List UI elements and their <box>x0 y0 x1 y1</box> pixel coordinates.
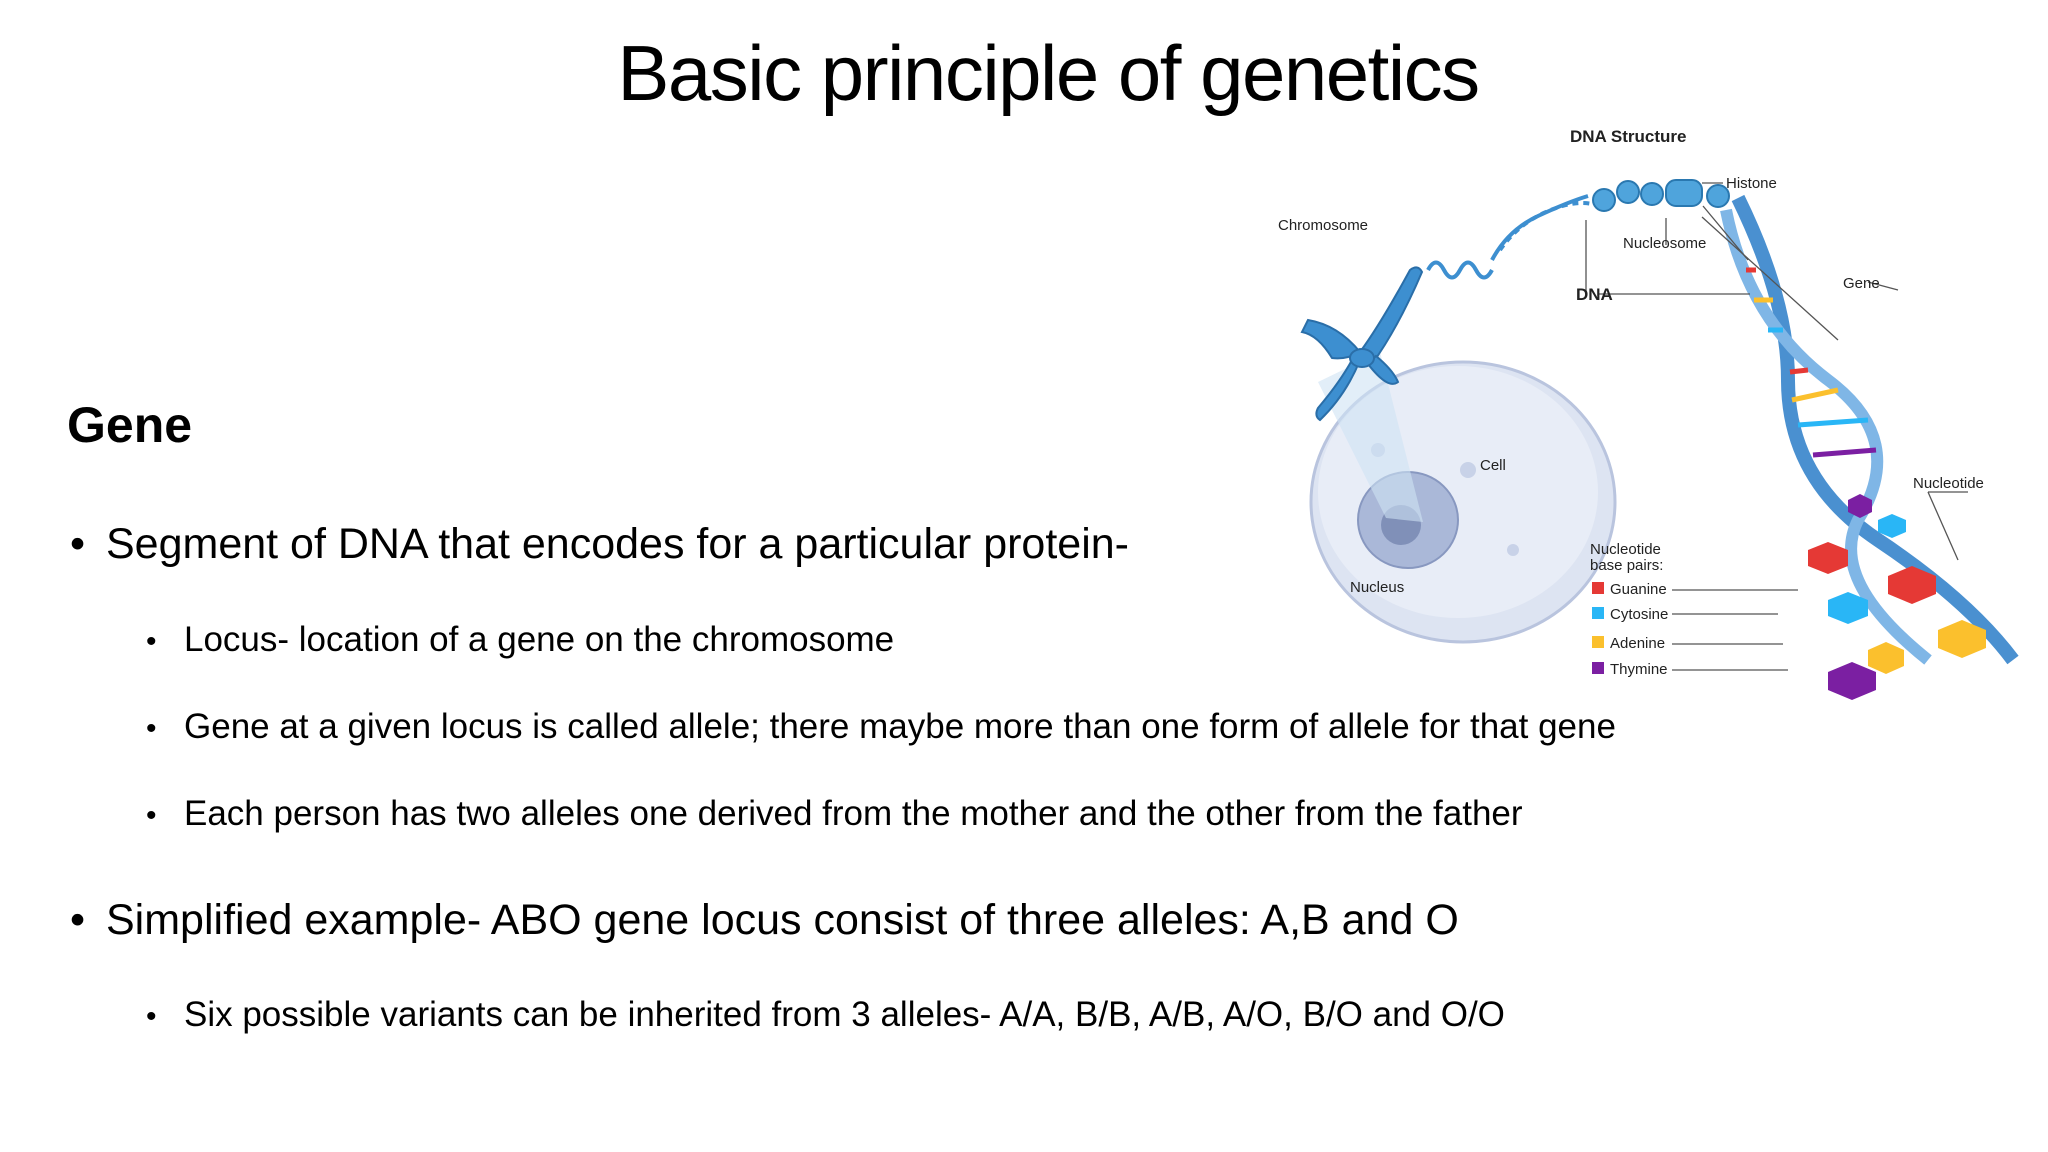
slide-title: Basic principle of genetics <box>617 29 1480 117</box>
label-gene: Gene <box>1843 275 1880 292</box>
label-nucleus: Nucleus <box>1350 579 1404 596</box>
bullet-dot: • <box>70 520 86 568</box>
bullet-dot: • <box>146 799 157 832</box>
base-pair-hexagons <box>1808 494 1986 700</box>
label-base-pairs-line1: Nucleotide <box>1590 541 1661 558</box>
nucleosome-beads <box>1592 179 1730 212</box>
legend-swatch-cytosine <box>1592 607 1604 619</box>
bullet-gene-definition: •Segment of DNA that encodes for a parti… <box>70 520 1129 568</box>
bullet-six-variants: •Six possible variants can be inherited … <box>146 995 1505 1034</box>
legend-cytosine: Cytosine <box>1610 606 1668 623</box>
legend-swatch-thymine <box>1592 662 1604 674</box>
label-nucleotide: Nucleotide <box>1913 475 1984 492</box>
callout-lines <box>1585 182 1968 671</box>
base-pair-legend: Guanine Cytosine Adenine Thymine <box>1592 581 1668 678</box>
bullet-abo-example: •Simplified example- ABO gene locus cons… <box>70 896 1459 944</box>
section-heading: Gene <box>67 397 193 453</box>
legend-adenine: Adenine <box>1610 635 1665 652</box>
dna-structure-figure: DNA Structure Histone Chromosome Nucleos… <box>1278 127 2019 700</box>
legend-swatch-adenine <box>1592 636 1604 648</box>
dna-structure-title: DNA Structure <box>1570 127 1687 146</box>
label-histone: Histone <box>1726 175 1777 192</box>
label-chromosome: Chromosome <box>1278 217 1368 234</box>
legend-thymine: Thymine <box>1610 661 1668 678</box>
bullet-two-alleles: •Each person has two alleles one derived… <box>146 794 1523 833</box>
bullet-locus: •Locus- location of a gene on the chromo… <box>146 620 895 659</box>
chromatin-coil <box>1426 194 1593 280</box>
label-cell: Cell <box>1480 457 1506 474</box>
bullet-dot: • <box>70 896 86 944</box>
bullet-dot: • <box>146 1000 157 1033</box>
bullet-allele: •Gene at a given locus is called allele;… <box>146 707 1616 746</box>
legend-guanine: Guanine <box>1610 581 1667 598</box>
legend-swatch-guanine <box>1592 582 1604 594</box>
dna-helix <box>1720 194 2019 665</box>
zoom-cone <box>1318 352 1423 522</box>
bullet-dot: • <box>146 625 157 658</box>
chromosome-shape <box>1300 266 1424 422</box>
label-nucleosome: Nucleosome <box>1623 235 1706 252</box>
label-base-pairs-line2: base pairs: <box>1590 557 1663 574</box>
label-dna: DNA <box>1576 285 1613 304</box>
bullet-dot: • <box>146 712 157 745</box>
